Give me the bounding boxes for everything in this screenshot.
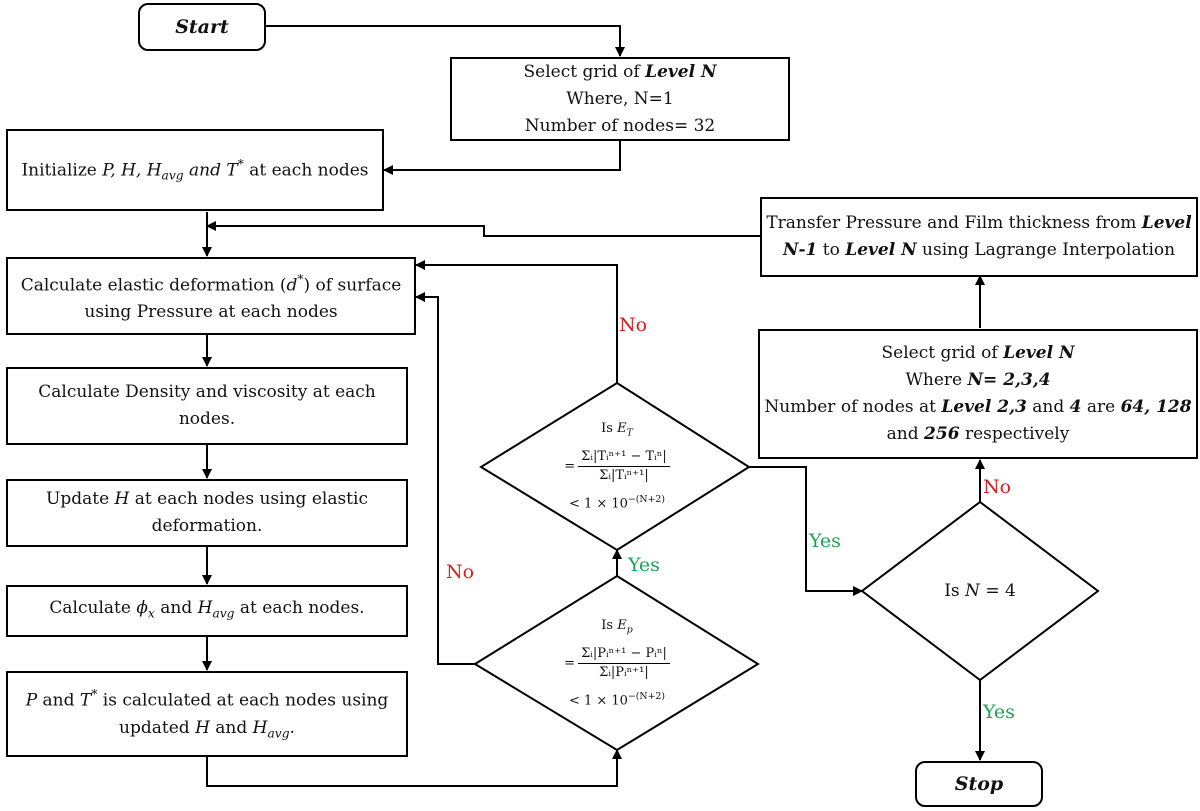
is-et-threshold: < 1 × 10−(N+2) [568,494,666,512]
select-grid-line3: Number of nodes= 32 [524,115,716,136]
elastic-line2: using Pressure at each nodes [84,302,338,323]
arrow-is-ep-no-to-elastic [415,292,475,665]
is-n4-text: Is N = 4 [944,581,1016,601]
decision-is-ep-shape [473,574,760,752]
density-line2: nodes. [178,409,236,429]
update-h-line1: Update H at each nodes using elastic [46,489,368,509]
arrow-is-et-no-to-elastic [415,260,618,383]
label-yes-et: Yes [809,530,841,552]
arrow-transfer-to-merge [206,221,760,237]
decision-is-n-4: Is N = 4 [900,566,1060,616]
is-ep-threshold: < 1 × 10−(N+2) [568,691,666,709]
is-ep-fraction: =Σᵢ|Pᵢⁿ⁺¹ − Pᵢⁿ|Σᵢ|Pᵢⁿ⁺¹| [564,646,670,681]
initialize-text: Initialize P, H, Havg and T* at each nod… [21,156,369,183]
select-grid-n-line3: Number of nodes at Level 2,3 and 4 are 6… [764,397,1192,417]
arrow-is-et-yes-to-is-n4 [749,466,863,596]
density-line1: Calculate Density and viscosity at each [38,382,376,402]
select-grid-line1: Select grid of Level N [523,61,717,82]
select-grid-n-line4: and 256 respectively [886,424,1070,444]
transfer-line1: Transfer Pressure and Film thickness fro… [766,213,1192,233]
label-no-et: No [619,314,648,336]
is-et-title: Is ET [601,421,633,439]
calculate-phi-text: Calculate ϕx and Havg at each nodes. [49,597,365,621]
transfer-pressure-box: Transfer Pressure and Film thickness fro… [760,197,1198,277]
start-label: Start [175,15,229,38]
select-grid-n-line1: Select grid of Level N [881,343,1075,363]
arrow-start-to-select-grid [266,25,625,57]
label-no-ep: No [446,561,475,583]
decision-is-n4-shape [860,500,1100,682]
elastic-deformation-box: Calculate elastic deformation (d*) of su… [6,257,416,335]
select-grid-line2: Where, N=1 [566,88,674,109]
calculate-phi-box: Calculate ϕx and Havg at each nodes. [6,585,408,637]
arrow-select-grid-to-initialize [383,140,621,175]
calculate-p-t-line1: P and T* is calculated at each nodes usi… [25,687,389,711]
initialize-box: Initialize P, H, Havg and T* at each nod… [6,129,384,211]
update-h-box: Update H at each nodes using elastic def… [6,479,408,547]
select-grid-level-n-box: Select grid of Level N Where N= 2,3,4 Nu… [758,329,1198,459]
is-ep-title: Is Ep [601,618,633,636]
select-grid-n-line2: Where N= 2,3,4 [905,370,1051,390]
stop-label: Stop [954,772,1004,795]
label-no-n4: No [983,476,1012,498]
decision-is-ep: Is Ep =Σᵢ|Pᵢⁿ⁺¹ − Pᵢⁿ|Σᵢ|Pᵢⁿ⁺¹| < 1 × 10… [521,592,713,736]
stop-terminal: Stop [915,761,1043,807]
start-terminal: Start [138,3,266,51]
is-et-fraction: =Σᵢ|Tᵢⁿ⁺¹ − Tᵢⁿ|Σᵢ|Tᵢⁿ⁺¹| [564,449,670,484]
label-yes-n4: Yes [983,701,1015,723]
elastic-line1: Calculate elastic deformation (d*) of su… [20,271,402,296]
label-yes-ep: Yes [628,554,660,576]
transfer-line2: N-1 to Level N using Lagrange Interpolat… [782,240,1176,260]
calculate-p-t-line2: updated H and Havg. [119,717,295,740]
decision-is-et: Is ET =Σᵢ|Tᵢⁿ⁺¹ − Tᵢⁿ|Σᵢ|Tᵢⁿ⁺¹| < 1 × 10… [521,395,713,539]
arrow-calc-pt-to-is-ep [206,749,622,787]
calculate-p-t-box: P and T* is calculated at each nodes usi… [6,671,408,757]
select-grid-level-1-box: Select grid of Level N Where, N=1 Number… [450,57,790,141]
update-h-line2: deformation. [151,516,263,536]
density-viscosity-box: Calculate Density and viscosity at each … [6,367,408,445]
